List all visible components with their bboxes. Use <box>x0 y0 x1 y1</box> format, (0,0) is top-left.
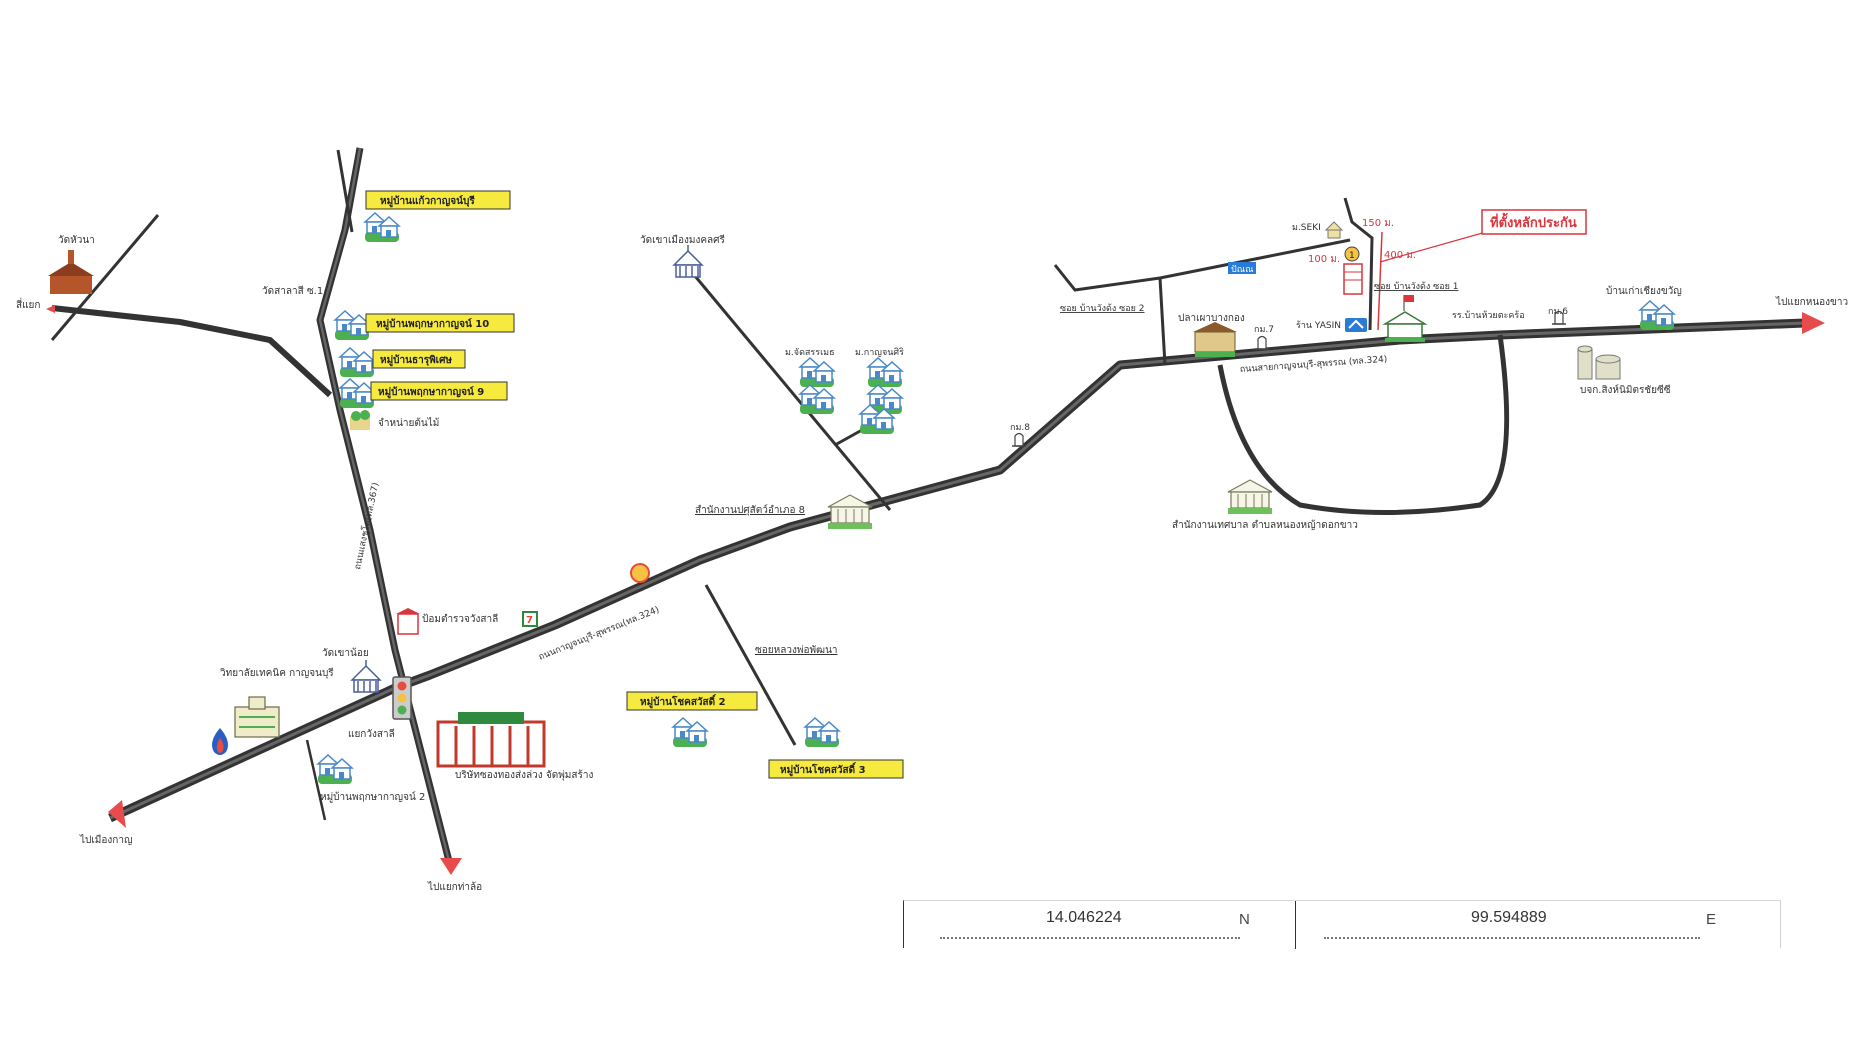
label-village-chiang: บ้านเก่าเชียงขวัญ <box>1606 285 1682 297</box>
flag-icon <box>1403 295 1414 311</box>
village-icon <box>805 718 839 747</box>
label-college: วิทยาลัยเทคนิค กาญจนบุรี <box>220 667 335 679</box>
label-village-suk-3: หมู่บ้านโชคสวัสดิ์ 3 <box>780 762 866 777</box>
village-icon <box>800 358 834 387</box>
label-dist-400: 400 ม. <box>1384 250 1416 261</box>
label-wat-tha-lo: วัดเขาน้อย <box>322 647 369 659</box>
label-plant-shop: จำหน่ายต้นไม้ <box>378 417 439 429</box>
label-shop-yasin: ร้าน YASIN <box>1296 320 1341 331</box>
village-icon <box>800 385 834 414</box>
government-building-icon <box>1227 479 1273 515</box>
label-mor-salak: ม.SEKI <box>1292 223 1321 233</box>
svg-text:1: 1 <box>1349 251 1355 261</box>
convenience-store-icon <box>522 611 538 627</box>
gas-station-icon <box>630 563 650 583</box>
temple-icon <box>351 659 381 693</box>
temple-icon <box>48 250 94 294</box>
label-school: รร.บ้านห้วยตะคร้อ <box>1452 310 1525 321</box>
label-wat-hua-na: วัดหัวนา <box>58 235 95 246</box>
blue-tag <box>1228 262 1256 274</box>
svg-text:7: 7 <box>526 615 533 626</box>
label-km-7: กม.7 <box>1254 325 1274 335</box>
map-labels: วัดหัวนา สี่แยก วัดสาลาสี ซ.1 หมู่บ้านแก… <box>16 195 1848 893</box>
label-dist-150: 150 ม. <box>1362 218 1394 229</box>
small-house-icon <box>1324 221 1344 239</box>
km-post-icon <box>1254 335 1270 350</box>
label-mor-kan: ม.กาญจนศิริ <box>855 347 904 358</box>
village-icon <box>340 348 374 377</box>
collateral-marker-icon: 1 <box>1343 246 1363 295</box>
company-building-icon <box>436 712 546 768</box>
label-left-edge: สี่แยก <box>16 297 40 311</box>
road-network <box>50 147 1806 866</box>
longitude-value: 99.594889 <box>1471 909 1547 926</box>
longitude-suffix: E <box>1706 911 1717 928</box>
label-blue-tag: ปัณณ <box>1231 265 1253 275</box>
label-km-8: กม.8 <box>1010 423 1030 433</box>
label-wat-sara-si: วัดสาลาสี ซ.1 <box>262 285 323 297</box>
latitude-cell: 14.046224 N <box>904 901 1294 949</box>
label-village-suk-2: หมู่บ้านโชคสวัสดิ์ 2 <box>640 694 726 709</box>
direction-arrows <box>46 305 1825 875</box>
latitude-underline <box>940 937 1240 939</box>
bank-icon <box>1345 318 1367 332</box>
school-icon <box>1382 311 1428 342</box>
label-km-6: กม.6 <box>1548 307 1568 317</box>
village-icon <box>335 311 369 340</box>
coordinates-panel: 14.046224 N 99.594889 E <box>903 900 1783 949</box>
label-dist-100: 100 ม. <box>1308 254 1340 265</box>
government-building-icon <box>827 494 873 530</box>
label-to-nong-ya: ไปแยกหนองขาว <box>1775 296 1848 308</box>
label-collateral: ที่ตั้งหลักประกัน <box>1490 212 1577 231</box>
label-mor-chat: ม.จัดสรรเมธ <box>785 348 835 358</box>
label-village-phruksa-9: หมู่บ้านพฤกษากาญจน์ 9 <box>378 386 484 399</box>
plant-shop-icon <box>350 410 370 430</box>
label-to-mueang: ไปเมืองกาญ <box>79 834 132 846</box>
village-icon <box>673 718 707 747</box>
traffic-light-icon <box>392 676 412 720</box>
label-village-kaen: หมู่บ้านแก้วกาญจน์บุรี <box>380 195 475 208</box>
label-district-office: สำนักงานปศุสัตว์อำเภอ 8 <box>695 504 805 516</box>
label-village-phruksa-10: หมู่บ้านพฤกษากาญจน์ 10 <box>376 318 489 331</box>
label-road-main-right: ถนนสายกาญจนบุรี-สุพรรณ (ทล.324) <box>1239 354 1387 375</box>
latitude-suffix: N <box>1239 911 1250 928</box>
collateral-callout <box>1481 209 1587 235</box>
police-box-icon <box>396 608 420 635</box>
longitude-cell: 99.594889 E <box>1295 901 1783 949</box>
label-police-box: ป้อมตำรวจวังสาลี <box>422 613 498 625</box>
label-to-tha-muang: ไปแยกท่าล้อ <box>427 881 482 893</box>
label-municipal-office: สำนักงานเทศบาล ตำบลหนองหญ้าดอกขาว <box>1172 519 1358 531</box>
silo-icon <box>1577 345 1621 380</box>
label-side-road-mid: ซอยหลวงพ่อพัฒนา <box>755 645 838 656</box>
label-company: บริษัทซองทองส่งล่วง จัดพุ่มสร้าง <box>455 769 593 781</box>
label-village-thanya: หมู่บ้านธารุพิเศษ <box>380 354 452 367</box>
village-label-boxes <box>365 190 904 779</box>
ptt-flame-icon <box>212 728 228 755</box>
label-shop-pla: ปลาเผาบางกอง <box>1178 313 1245 324</box>
label-company-silos: บจก.สิงห์นิมิตรชัยซีซี <box>1580 384 1671 396</box>
label-wat-nong: วัดเขาเมืองมงคลศรี <box>640 234 726 246</box>
village-icon <box>340 379 374 408</box>
village-icon <box>868 358 902 387</box>
label-soi-left-top: ซอย บ้านวังด้ง ซอย 2 <box>1060 303 1145 314</box>
temple-icon <box>673 244 703 278</box>
label-road-main-left: ถนนกาญจนบุรี-สุพรรณ(ทล.324) <box>537 604 661 663</box>
village-icon <box>365 213 399 242</box>
restaurant-icon <box>1193 322 1237 357</box>
latitude-value: 14.046224 <box>1046 909 1122 926</box>
village-icon <box>318 755 352 784</box>
label-soi-wang-dong-1: ซอย บ้านวังด้ง ซอย 1 <box>1374 281 1459 292</box>
highway-367 <box>316 147 454 866</box>
label-village-phruksa-2: หมู่บ้านพฤกษากาญจน์ 2 <box>320 791 425 803</box>
map-icons: 7 <box>48 209 1674 784</box>
village-icon <box>1640 301 1674 330</box>
label-intersection: แยกวังสาลี <box>348 728 395 740</box>
longitude-underline <box>1324 937 1700 939</box>
college-icon <box>234 696 280 738</box>
